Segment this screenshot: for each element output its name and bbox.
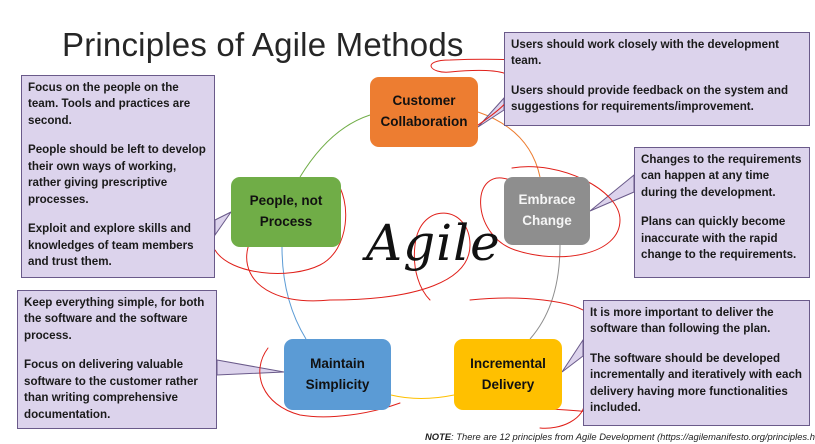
node-embrace-change: Embrace Change xyxy=(504,177,590,245)
callout-embrace-change: Changes to the requirements can happen a… xyxy=(634,147,810,278)
cycle-arc-embrace-incremental xyxy=(529,244,561,340)
callout-customer-collaboration: Users should work closely with the devel… xyxy=(504,32,810,126)
callout-people-not-process: Focus on the people on the team. Tools a… xyxy=(21,75,215,278)
callout-text: Plans can quickly become inaccurate with… xyxy=(641,215,797,262)
footnote-label: NOTE xyxy=(425,431,452,442)
footnote: NOTE: There are 12 principles from Agile… xyxy=(425,431,815,442)
node-people-not-process: People, not Process xyxy=(231,177,341,247)
node-maintain-simplicity: Maintain Simplicity xyxy=(284,339,391,410)
page-title: Principles of Agile Methods xyxy=(62,26,464,63)
node-incremental-delivery: Incremental Delivery xyxy=(454,339,562,410)
callout-text: Users should provide feedback on the sys… xyxy=(511,83,789,114)
callout-connector-maintain xyxy=(216,359,285,376)
cycle-arc-maintain-people xyxy=(281,246,307,340)
callout-connector-people xyxy=(214,211,232,237)
callout-text: Changes to the requirements can happen a… xyxy=(641,153,802,199)
cycle-arc-people-customer xyxy=(299,114,371,178)
callout-connector-embrace xyxy=(589,173,635,212)
callout-text: It is more important to deliver the soft… xyxy=(590,306,774,336)
callout-connector-incremental xyxy=(561,338,584,373)
center-label-agile: Agile xyxy=(366,214,501,272)
callout-text: The software should be developed increme… xyxy=(590,351,802,415)
node-customer-collaboration: Customer Collaboration xyxy=(370,77,478,147)
callout-text: Focus on the people on the team. Tools a… xyxy=(28,81,191,127)
callout-text: Focus on delivering valuable software to… xyxy=(24,358,198,421)
callout-connector-customer xyxy=(477,96,505,128)
footnote-text: : There are 12 principles from Agile Dev… xyxy=(451,431,815,442)
callout-text: Exploit and explore skills and knowledge… xyxy=(28,222,194,269)
callout-text: People should be left to develop their o… xyxy=(28,143,206,206)
callout-text: Keep everything simple, for both the sof… xyxy=(24,296,205,342)
callout-text: Users should work closely with the devel… xyxy=(511,38,780,68)
callout-maintain-simplicity: Keep everything simple, for both the sof… xyxy=(17,290,217,429)
cycle-arc-incremental-maintain xyxy=(390,394,455,399)
callout-incremental-delivery: It is more important to deliver the soft… xyxy=(583,300,810,426)
